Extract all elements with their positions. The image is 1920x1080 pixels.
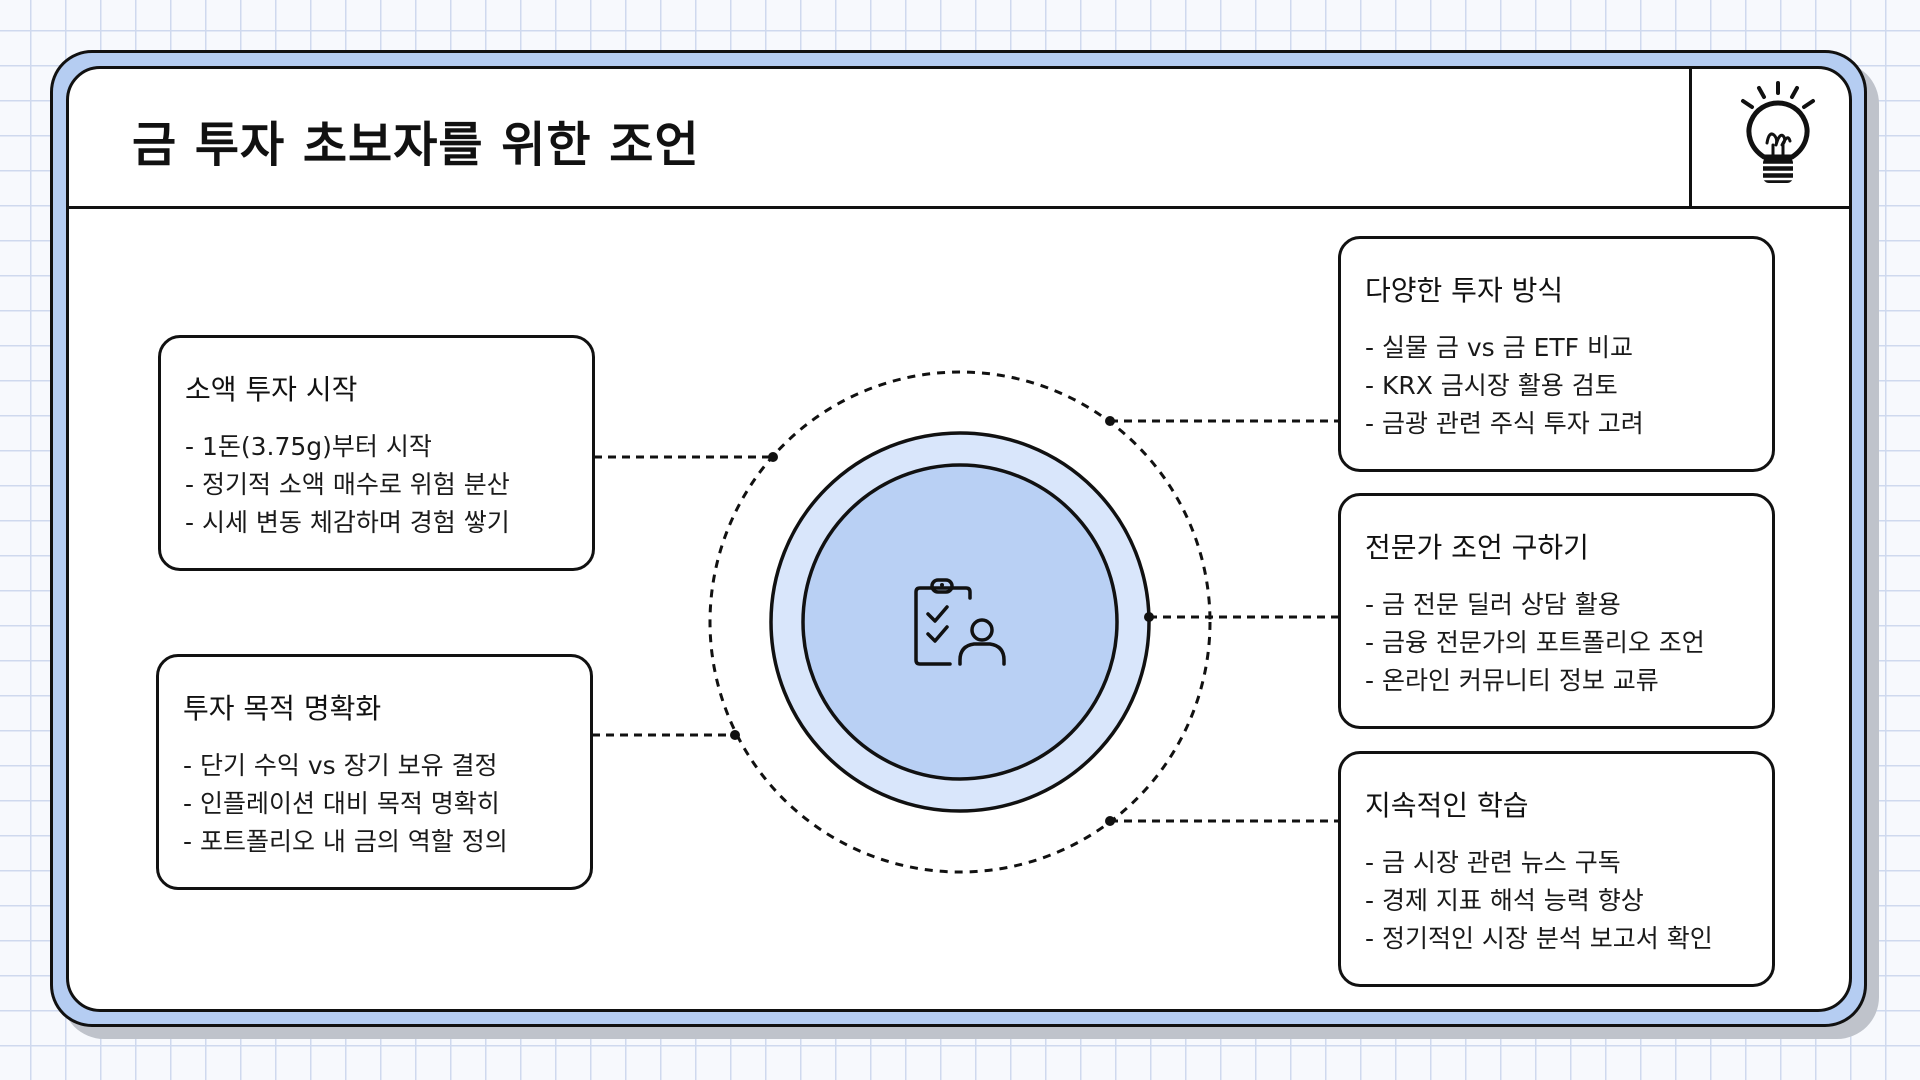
list-item: - 금광 관련 주식 투자 고려 (1365, 409, 1644, 438)
list-item: - 금융 전문가의 포트폴리오 조언 (1365, 628, 1705, 657)
card-list: - 단기 수익 vs 장기 보유 결정 - 인플레이션 대비 목적 명확히 - … (183, 747, 566, 861)
card-diverse-methods: 다양한 투자 방식 - 실물 금 vs 금 ETF 비교 - KRX 금시장 활… (1338, 236, 1775, 472)
card-title: 소액 투자 시작 (185, 373, 358, 406)
card-list: - 실물 금 vs 금 ETF 비교 - KRX 금시장 활용 검토 - 금광 … (1365, 329, 1748, 443)
page-title: 금 투자 초보자를 위한 조언 (132, 117, 700, 173)
list-item: - 온라인 커뮤니티 정보 교류 (1365, 666, 1659, 695)
card-clear-purpose: 투자 목적 명확화 - 단기 수익 vs 장기 보유 결정 - 인플레이션 대비… (156, 654, 593, 890)
card-title: 투자 목적 명확화 (183, 692, 382, 725)
list-item: - 1돈(3.75g)부터 시작 (185, 432, 432, 461)
card-expert-advice: 전문가 조언 구하기 - 금 전문 딜러 상담 활용 - 금융 전문가의 포트폴… (1338, 493, 1775, 729)
card-title: 전문가 조언 구하기 (1365, 531, 1589, 564)
list-item: - 포트폴리오 내 금의 역할 정의 (183, 827, 508, 856)
card-list: - 금 시장 관련 뉴스 구독 - 경제 지표 해석 능력 향상 - 정기적인 … (1365, 844, 1748, 958)
clipboard-person-icon (914, 578, 1006, 666)
list-item: - 단기 수익 vs 장기 보유 결정 (183, 751, 498, 780)
card-list: - 1돈(3.75g)부터 시작 - 정기적 소액 매수로 위험 분산 - 시세… (185, 428, 568, 542)
header-icon-divider (1689, 69, 1692, 209)
list-item: - 정기적 소액 매수로 위험 분산 (185, 470, 510, 499)
card-title: 지속적인 학습 (1365, 789, 1529, 822)
list-item: - 실물 금 vs 금 ETF 비교 (1365, 333, 1633, 362)
lightbulb-icon (1741, 81, 1815, 183)
list-item: - 경제 지표 해석 능력 향상 (1365, 886, 1644, 915)
list-item: - 인플레이션 대비 목적 명확히 (183, 789, 500, 818)
card-small-investment: 소액 투자 시작 - 1돈(3.75g)부터 시작 - 정기적 소액 매수로 위… (158, 335, 595, 571)
card-list: - 금 전문 딜러 상담 활용 - 금융 전문가의 포트폴리오 조언 - 온라인… (1365, 586, 1748, 700)
list-item: - 금 전문 딜러 상담 활용 (1365, 590, 1621, 619)
list-item: - 금 시장 관련 뉴스 구독 (1365, 848, 1621, 877)
card-title: 다양한 투자 방식 (1365, 274, 1564, 307)
list-item: - 정기적인 시장 분석 보고서 확인 (1365, 924, 1713, 953)
list-item: - KRX 금시장 활용 검토 (1365, 371, 1618, 400)
list-item: - 시세 변동 체감하며 경험 쌓기 (185, 508, 510, 537)
card-continuous-learning: 지속적인 학습 - 금 시장 관련 뉴스 구독 - 경제 지표 해석 능력 향상… (1338, 751, 1775, 987)
header-divider (69, 206, 1849, 209)
